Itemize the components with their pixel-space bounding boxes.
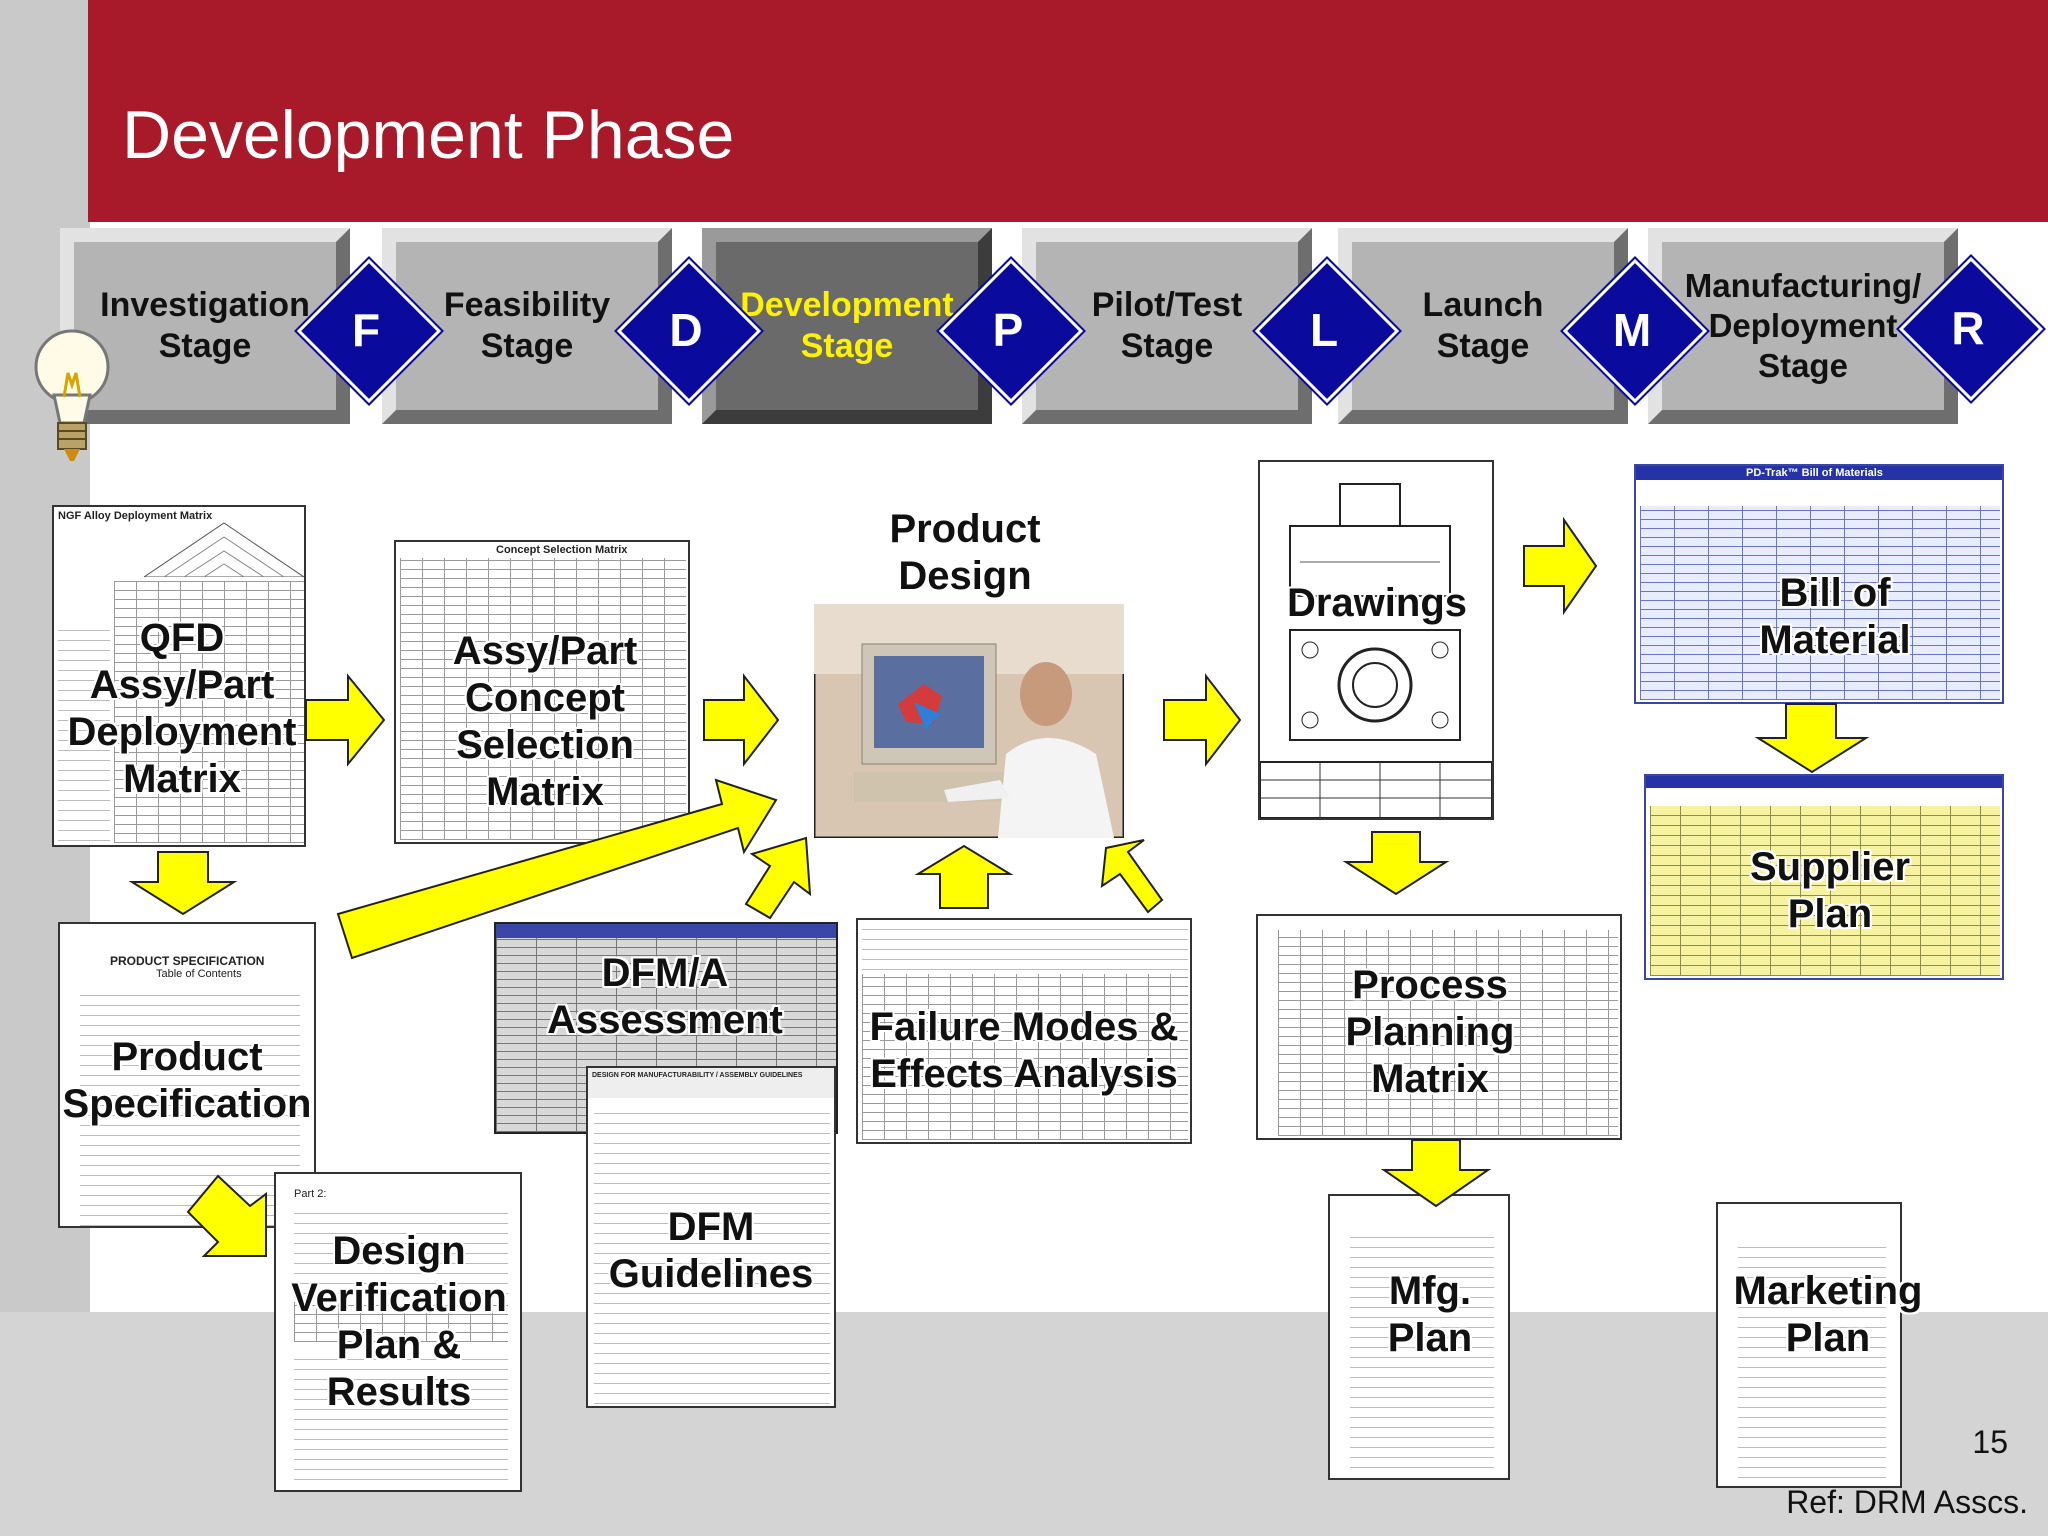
marketing-plan-text-lines [1738, 1238, 1886, 1478]
dv-table [294, 1302, 508, 1342]
engineering-drawing [1260, 483, 1492, 818]
bom-grid [1640, 506, 2000, 700]
product-spec-toc-lines [80, 986, 300, 1226]
qfd-roof-shape [144, 522, 304, 577]
dfma-assessment-label: DFM/A Assessment [547, 951, 783, 1042]
arrow-qfd-to-spec [128, 851, 238, 916]
dfm-guidelines-label: DFM Guidelines [608, 1205, 814, 1296]
stage-launch-label: Launch Stage [1422, 286, 1544, 365]
product-design-photo [814, 604, 1124, 838]
stage-feasibility-label: Feasibility Stage [443, 286, 611, 365]
gate-d-label: D [669, 304, 703, 356]
arrow-qfd-to-concept [305, 673, 386, 767]
fmea-doc [856, 918, 1192, 1144]
product-spec-header: PRODUCT SPECIFICATION [110, 954, 265, 968]
gate-r-label: R [1951, 302, 1985, 354]
product-spec-doc: PRODUCT SPECIFICATION Table of Contents [58, 922, 316, 1228]
arrow-bom-to-supplier [1754, 703, 1870, 774]
dfm-guidelines-header: DESIGN FOR MANUFACTURABILITY / ASSEMBLY … [592, 1072, 803, 1079]
process-planning-label: Process Planning Matrix [1345, 963, 1515, 1101]
arrow-fmea-diag-to-design [1100, 839, 1164, 914]
process-planning-grid [1278, 930, 1618, 1136]
page-number: 15 [1972, 1424, 2008, 1460]
qfd-doc-header: NGF Alloy Deployment Matrix [58, 510, 213, 522]
bom-doc-header: PD-Trak™ Bill of Materials [1746, 467, 1883, 479]
mfg-plan-label: Mfg. Plan [1387, 1269, 1473, 1360]
fmea-grid [862, 974, 1188, 1140]
qfd-grid [114, 581, 304, 843]
arrow-drawings-to-process [1342, 831, 1450, 896]
concept-doc-header: Concept Selection Matrix [496, 544, 628, 556]
bom-doc: PD-Trak™ Bill of Materials [1634, 464, 2004, 704]
light-bulb-icon [34, 329, 110, 461]
arrow-fmea-up-to-design [914, 844, 1014, 909]
gate-f-label: F [351, 304, 381, 356]
drawings-label: Drawings [1286, 581, 1468, 625]
product-spec-label: Product Specification [62, 1035, 312, 1126]
supplier-plan-doc [1644, 774, 2004, 980]
stage-pilot-test-label: Pilot/Test Stage [1091, 286, 1243, 365]
product-design-label: Product Design [889, 507, 1041, 598]
concept-grid [400, 558, 686, 840]
stage-investigation: Investigation Stage [60, 228, 350, 424]
reference-note: Ref: DRM Asscs. [1786, 1484, 2028, 1520]
mfg-plan-text-lines [1350, 1232, 1494, 1468]
mfg-plan-doc [1328, 1194, 1510, 1480]
stage-development-label: Development Stage [740, 286, 954, 365]
qfd-matrix-doc: NGF Alloy Deployment Matrix [52, 505, 306, 847]
arrow-process-to-mfg [1380, 1139, 1492, 1208]
dfm-guidelines-text-lines [594, 1108, 830, 1404]
drawings-doc [1258, 460, 1494, 820]
gate-l-label: L [1309, 304, 1339, 356]
gate-m-label: M [1612, 304, 1652, 356]
arrow-design-to-drawings [1163, 673, 1242, 767]
qfd-label: QFD Assy/Part Deployment Matrix [67, 616, 297, 801]
arrow-spec-to-verification [186, 1174, 267, 1257]
qfd-row-lines [58, 627, 110, 841]
arrow-spec-to-design [336, 778, 778, 960]
stage-investigation-label: Investigation Stage [100, 286, 310, 365]
dfma-title-bar [496, 924, 836, 938]
slide-title: Development Phase [122, 97, 735, 173]
dfm-guidelines-title-bar [588, 1068, 834, 1098]
dv-text-lines-1 [294, 1204, 508, 1294]
dv-text-lines-2 [294, 1350, 508, 1480]
supplier-title-bar [1646, 776, 2002, 788]
title-banner [88, 0, 2048, 222]
process-planning-doc [1256, 914, 1622, 1140]
design-verification-doc: Part 2: [274, 1172, 522, 1492]
arrow-drawings-to-bom [1523, 516, 1598, 616]
product-spec-subheader: Table of Contents [156, 968, 242, 980]
supplier-plan-label: Supplier Plan [1749, 845, 1911, 936]
concept-selection-label: Assy/Part Concept Selection Matrix [452, 629, 638, 814]
dfm-guidelines-doc: DESIGN FOR MANUFACTURABILITY / ASSEMBLY … [586, 1066, 836, 1408]
concept-selection-doc: Concept Selection Matrix [394, 540, 690, 844]
fmea-label: Failure Modes & Effects Analysis [869, 1005, 1179, 1096]
gate-p-label: P [992, 304, 1024, 356]
stage-manufacturing-label: Manufacturing/ Deployment Stage [1684, 267, 1922, 384]
design-verification-header: Part 2: [294, 1188, 327, 1200]
marketing-plan-label: Marketing Plan [1733, 1269, 1923, 1360]
arrow-dfma-to-design [744, 836, 812, 920]
bom-title-bar [1636, 466, 2002, 480]
bom-label: Bill of Material [1759, 571, 1911, 662]
marketing-plan-doc [1716, 1202, 1902, 1488]
arrow-concept-to-design [703, 673, 780, 767]
supplier-grid [1650, 806, 2000, 976]
fmea-header-lines [862, 924, 1188, 970]
design-verification-label: Design Verification Plan & Results [291, 1229, 507, 1414]
